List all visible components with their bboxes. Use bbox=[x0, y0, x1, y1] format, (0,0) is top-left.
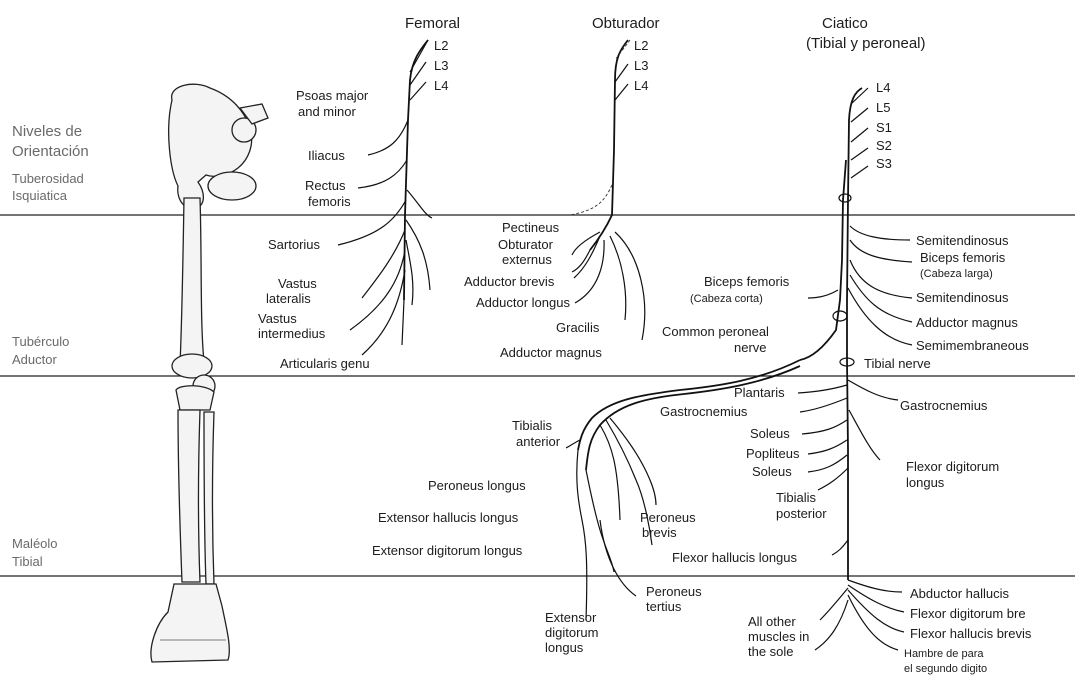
label-sole-2: muscles in bbox=[748, 629, 809, 644]
levels-title-2: Orientación bbox=[12, 143, 89, 160]
label-edl-foot-2: digitorum bbox=[545, 625, 598, 640]
sciatic-root-l5: L5 bbox=[876, 100, 890, 115]
label-popliteus: Popliteus bbox=[746, 446, 800, 461]
label-ehl: Extensor hallucis longus bbox=[378, 510, 519, 525]
label-fdl-2: longus bbox=[906, 475, 945, 490]
obturator-root-l4: L4 bbox=[634, 78, 648, 93]
label-edl: Extensor digitorum longus bbox=[372, 543, 523, 558]
femoral-root-l3: L3 bbox=[434, 58, 448, 73]
label-abd-hallucis: Abductor hallucis bbox=[910, 586, 1009, 601]
label-add-longus: Adductor longus bbox=[476, 295, 570, 310]
obturator-root-l3: L3 bbox=[634, 58, 648, 73]
label-tib-post-1: Tibialis bbox=[776, 490, 816, 505]
label-add-brevis: Adductor brevis bbox=[464, 274, 555, 289]
label-vastus-lat-1: Vastus bbox=[278, 276, 317, 291]
label-edl-foot-3: longus bbox=[545, 640, 584, 655]
label-tib-ant-2: anterior bbox=[516, 434, 561, 449]
femoral-root-l2: L2 bbox=[434, 38, 448, 53]
sciatic-root-l4: L4 bbox=[876, 80, 890, 95]
label-pectineus: Pectineus bbox=[502, 220, 560, 235]
level-tuberosidad-1: Tuberosidad bbox=[12, 171, 84, 186]
label-sole-3: the sole bbox=[748, 644, 794, 659]
label-semimembranosus: Semimembraneous bbox=[916, 338, 1029, 353]
label-common-peroneal-1: Common peroneal bbox=[662, 324, 769, 339]
label-tib-post-2: posterior bbox=[776, 506, 827, 521]
label-hambre-2: el segundo digito bbox=[904, 663, 987, 675]
label-rectus-1: Rectus bbox=[305, 178, 346, 193]
label-add-magnus-sci: Adductor magnus bbox=[916, 315, 1018, 330]
header-ciatico: Ciatico bbox=[822, 15, 868, 32]
label-biceps-long-1: Biceps femoris bbox=[920, 250, 1006, 265]
leg-skeleton-drawing bbox=[151, 84, 268, 662]
header-ciatico-sub: (Tibial y peroneal) bbox=[806, 35, 926, 52]
sciatic-root-s2: S2 bbox=[876, 138, 892, 153]
label-fhl: Flexor hallucis longus bbox=[672, 550, 798, 565]
label-soleus-2: Soleus bbox=[752, 464, 792, 479]
label-psoas-1: Psoas major bbox=[296, 88, 369, 103]
level-tuberculo-2: Aductor bbox=[12, 352, 57, 367]
label-add-magnus-obt: Adductor magnus bbox=[500, 345, 602, 360]
label-obt-ext-1: Obturator bbox=[498, 237, 554, 252]
obturator-root-l2: L2 bbox=[634, 38, 648, 53]
label-gastrocnemius-l: Gastrocnemius bbox=[660, 404, 748, 419]
label-iliacus: Iliacus bbox=[308, 148, 345, 163]
label-articularis: Articularis genu bbox=[280, 356, 370, 371]
femoral-root-l4: L4 bbox=[434, 78, 448, 93]
sciatic-nerve-tree bbox=[566, 88, 912, 650]
label-hambre-1: Hambre de para bbox=[904, 648, 984, 660]
label-fhb: Flexor hallucis brevis bbox=[910, 626, 1032, 641]
label-fdl-1: Flexor digitorum bbox=[906, 459, 999, 474]
label-tibial-nerve: Tibial nerve bbox=[864, 356, 931, 371]
label-per-longus: Peroneus longus bbox=[428, 478, 526, 493]
label-biceps-long-2: (Cabeza larga) bbox=[920, 268, 993, 280]
label-obt-ext-2: externus bbox=[502, 252, 552, 267]
levels-title-1: Niveles de bbox=[12, 123, 82, 140]
sciatic-root-s3: S3 bbox=[876, 156, 892, 171]
level-tuberosidad-2: Isquiatica bbox=[12, 188, 68, 203]
label-per-tertius-2: tertius bbox=[646, 599, 682, 614]
level-tuberculo-1: Tubérculo bbox=[12, 334, 69, 349]
label-soleus-1: Soleus bbox=[750, 426, 790, 441]
label-semitendinosus-1: Semitendinosus bbox=[916, 233, 1009, 248]
label-edl-foot-1: Extensor bbox=[545, 610, 597, 625]
label-vastus-lat-2: lateralis bbox=[266, 291, 311, 306]
label-vastus-int-1: Vastus bbox=[258, 311, 297, 326]
level-maleolo-1: Maléolo bbox=[12, 536, 58, 551]
label-per-tertius-1: Peroneus bbox=[646, 584, 702, 599]
label-semitendinosus-2: Semitendinosus bbox=[916, 290, 1009, 305]
label-tib-ant-1: Tibialis bbox=[512, 418, 552, 433]
label-rectus-2: femoris bbox=[308, 194, 351, 209]
label-psoas-2: and minor bbox=[298, 104, 356, 119]
label-gastrocnemius-r: Gastrocnemius bbox=[900, 398, 988, 413]
sciatic-root-s1: S1 bbox=[876, 120, 892, 135]
label-biceps-short-2: (Cabeza corta) bbox=[690, 293, 763, 305]
label-gracilis: Gracilis bbox=[556, 320, 600, 335]
header-femoral: Femoral bbox=[405, 15, 460, 32]
label-fdb: Flexor digitorum bre bbox=[910, 606, 1026, 621]
label-sartorius: Sartorius bbox=[268, 237, 321, 252]
label-per-brevis-1: Peroneus bbox=[640, 510, 696, 525]
label-vastus-int-2: intermedius bbox=[258, 326, 326, 341]
label-common-peroneal-2: nerve bbox=[734, 340, 767, 355]
label-per-brevis-2: brevis bbox=[642, 525, 677, 540]
level-maleolo-2: Tibial bbox=[12, 554, 43, 569]
header-obturador: Obturador bbox=[592, 15, 660, 32]
label-sole-1: All other bbox=[748, 614, 796, 629]
label-biceps-short-1: Biceps femoris bbox=[704, 274, 790, 289]
label-plantaris: Plantaris bbox=[734, 385, 785, 400]
